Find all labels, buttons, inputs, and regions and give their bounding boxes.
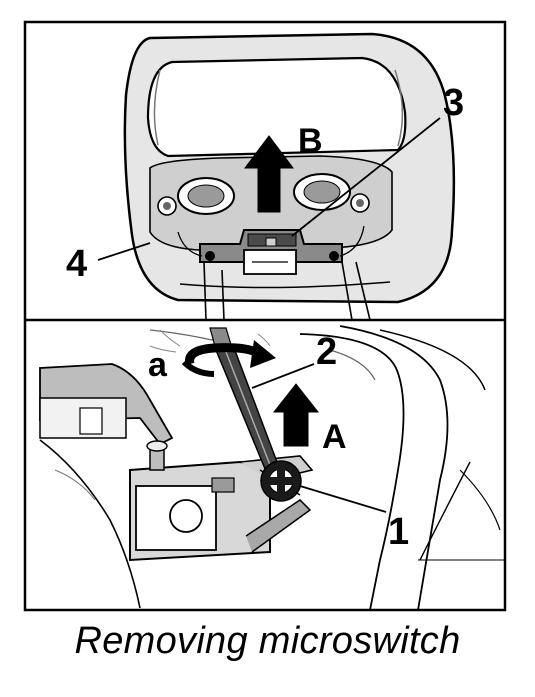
figure-caption: Removing microswitch [74, 620, 461, 662]
leader-line-4 [97, 242, 151, 261]
direction-arrow-a [272, 383, 320, 447]
leader-line-2 [251, 363, 315, 389]
microswitch-removal-diagram: B 3 4 [23, 20, 507, 612]
leader-line-1 [299, 485, 387, 513]
label-a-direction: A [322, 418, 347, 456]
screw-head [260, 460, 302, 502]
leader-line-3 [291, 117, 441, 237]
label-a-rotation: a [148, 346, 168, 384]
bottom-panel: a 2 A 1 [39, 325, 505, 611]
direction-arrow-b [244, 135, 294, 213]
top-panel: B 3 4 [66, 32, 464, 304]
label-3: 3 [443, 82, 464, 124]
label-b: B [298, 122, 323, 160]
label-4: 4 [66, 243, 87, 285]
switch-bracket [177, 225, 365, 275]
label-2: 2 [316, 331, 337, 373]
lamp-housing [39, 363, 174, 609]
label-1: 1 [388, 511, 409, 553]
zoom-connector-lines [203, 261, 371, 321]
microswitch [129, 440, 314, 562]
figure-frame [23, 20, 507, 612]
rotation-arrow-a [149, 329, 276, 377]
